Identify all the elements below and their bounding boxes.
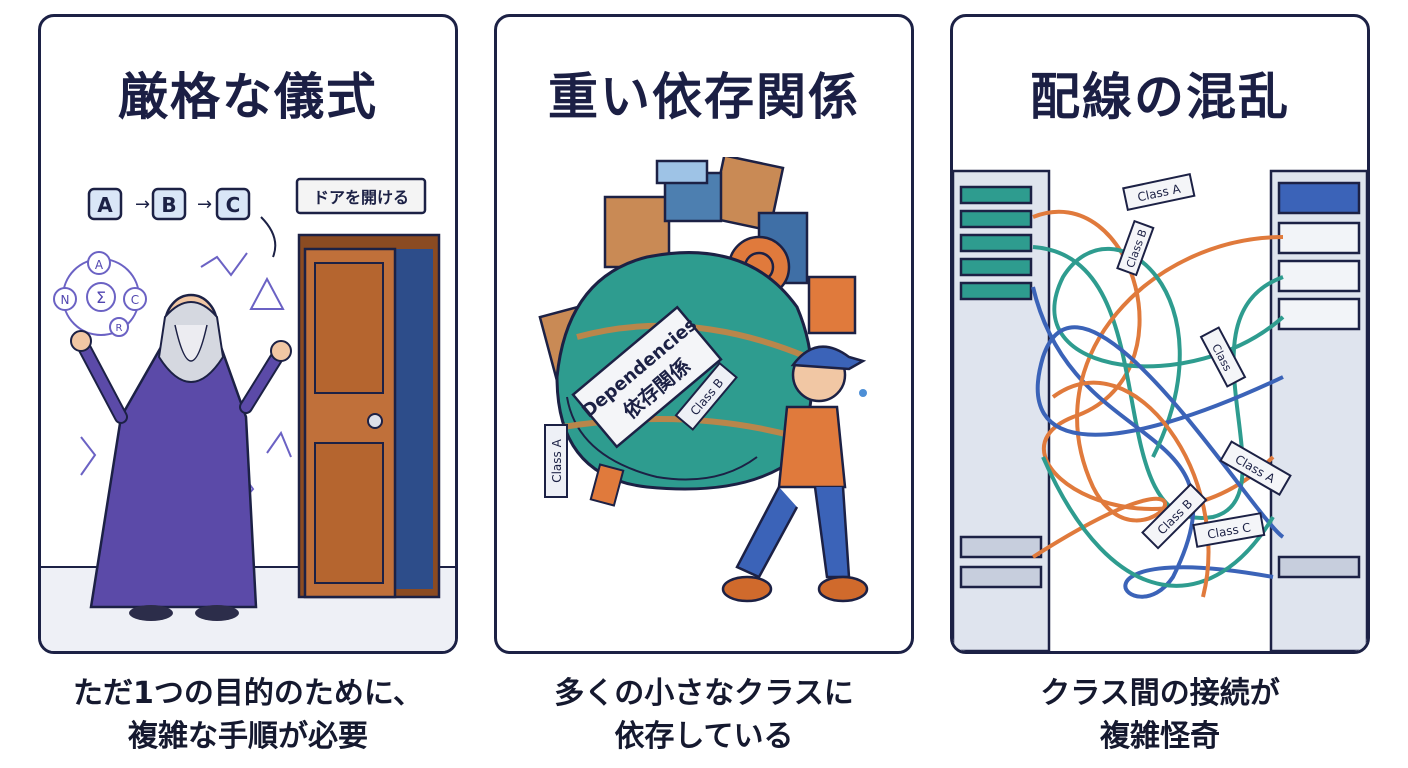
flow-step-c: C xyxy=(226,193,241,217)
caption-line-2: 依存している xyxy=(614,719,794,754)
wizard-figure xyxy=(70,293,292,621)
panel-wiring-chaos: 配線の混乱 xyxy=(950,14,1370,654)
caption-wiring-chaos: クラス間の接続が 複雑怪奇 xyxy=(950,672,1370,758)
svg-text:→: → xyxy=(197,194,212,215)
rune-sigma: Σ xyxy=(96,288,106,307)
backpack: Dependencies 依存関係 xyxy=(555,251,814,491)
rune-a: A xyxy=(95,258,104,272)
tangled-cables-illustration: Class A Class B Class Class A Class B Cl… xyxy=(953,169,1367,651)
backpack-carrier-illustration: Dependencies 依存関係 Class A Class B xyxy=(538,157,869,603)
panel-title: 配線の混乱 xyxy=(1030,68,1290,126)
rune-r: R xyxy=(116,323,123,334)
cable-tag-class-a-top: Class A xyxy=(1122,173,1196,212)
svg-text:Class A: Class A xyxy=(550,438,564,482)
flow-step-b: B xyxy=(161,193,176,217)
caption-line-1: ただ1つの目的のために、 xyxy=(73,676,423,711)
cable-tag-class-b-bottom: Class B xyxy=(1141,483,1208,550)
panel-title: 重い依存関係 xyxy=(548,68,860,126)
caption-heavy-dependencies: 多くの小さなクラスに 依存している xyxy=(494,672,914,758)
door-sign: ドアを開ける xyxy=(313,188,409,207)
panel-strict-ritual: 厳格な儀式 A → B → C ドアを開ける xyxy=(38,14,458,654)
svg-text:→: → xyxy=(135,194,150,215)
cable-tag-class-c: Class C xyxy=(1192,512,1266,548)
panel-title: 厳格な儀式 xyxy=(118,68,378,126)
cable-tangle xyxy=(1031,209,1285,599)
rune-n: Ν xyxy=(61,293,70,307)
worker-figure xyxy=(721,345,869,603)
tag-class-a: Class A xyxy=(544,424,568,498)
caption-line-1: 多くの小さなクラスに xyxy=(554,676,854,711)
server-rack-right xyxy=(1269,169,1367,651)
flow-step-a: A xyxy=(97,193,113,217)
caption-line-2: 複雑怪奇 xyxy=(1100,719,1220,754)
rune-circle xyxy=(53,251,292,508)
cable-tag-class: Class xyxy=(1199,326,1247,388)
server-rack-left xyxy=(953,169,1051,651)
caption-strict-ritual: ただ1つの目的のために、 複雑な手順が必要 xyxy=(38,672,458,758)
wizard-door-illustration: A → B → C ドアを開ける xyxy=(41,177,455,651)
caption-line-1: クラス間の接続が xyxy=(1040,676,1280,711)
caption-line-2: 複雑な手順が必要 xyxy=(128,719,368,754)
rune-c: C xyxy=(131,293,139,307)
flow-diagram: A → B → C xyxy=(87,187,277,258)
door xyxy=(297,233,441,599)
panel-heavy-dependencies: 重い依存関係 Dependencies 依存関係 xyxy=(494,14,914,654)
